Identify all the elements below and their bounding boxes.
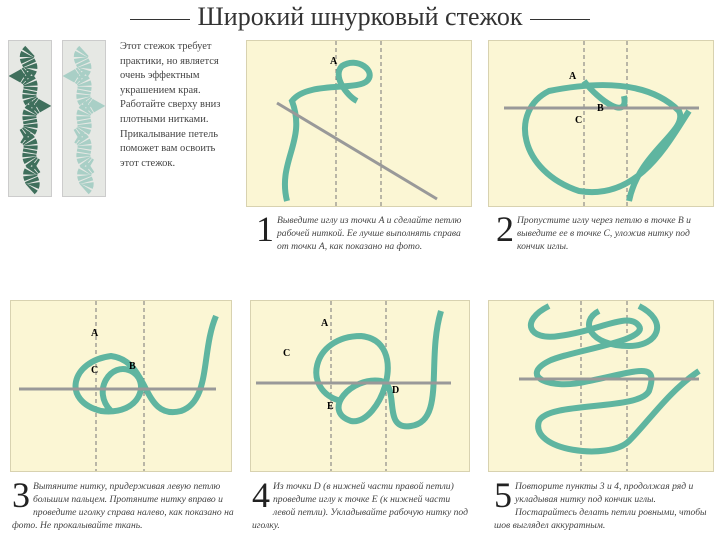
label-b: B (597, 103, 604, 114)
step-text: Вытяните нитку, придерживая левую петлю … (12, 481, 234, 531)
step-4-illustration: A C D E (250, 300, 470, 472)
stitch-sample-dark (8, 40, 52, 197)
label-d: D (392, 385, 399, 396)
label-a: A (330, 56, 338, 67)
step-text: Повторите пункты 3 и 4, продолжая ряд и … (494, 481, 707, 531)
intro-text: Этот стежок требует практики, но являетс… (120, 41, 221, 169)
label-a: A (321, 318, 329, 329)
page-title: Широкий шнурковый стежок (0, 2, 720, 32)
step-5-illustration (488, 300, 714, 472)
label-e: E (327, 401, 334, 412)
step-text: Из точки D (в нижней части правой петли)… (252, 481, 468, 531)
title-rule-left (129, 18, 190, 20)
label-b: B (129, 361, 136, 372)
step-number: 2 (496, 209, 514, 249)
label-a: A (569, 71, 577, 82)
step-1-illustration: A (246, 40, 472, 207)
step-number: 1 (256, 209, 274, 249)
step-number: 5 (494, 475, 512, 515)
step-number: 4 (252, 475, 270, 515)
label-c: C (575, 115, 582, 126)
step-number: 3 (12, 475, 30, 515)
title-text: Широкий шнурковый стежок (197, 2, 523, 31)
step-text: Пропустите иглу через петлю в точке B и … (517, 215, 691, 252)
title-rule-right (530, 18, 591, 20)
label-c: C (91, 365, 98, 376)
label-a: A (91, 328, 99, 339)
stitch-sample-light (62, 40, 106, 197)
step-2-illustration: A B C (488, 40, 714, 207)
label-c: C (283, 348, 290, 359)
step-3-illustration: A C B (10, 300, 232, 472)
step-text: Выведите иглу из точки A и сделайте петл… (277, 215, 462, 252)
